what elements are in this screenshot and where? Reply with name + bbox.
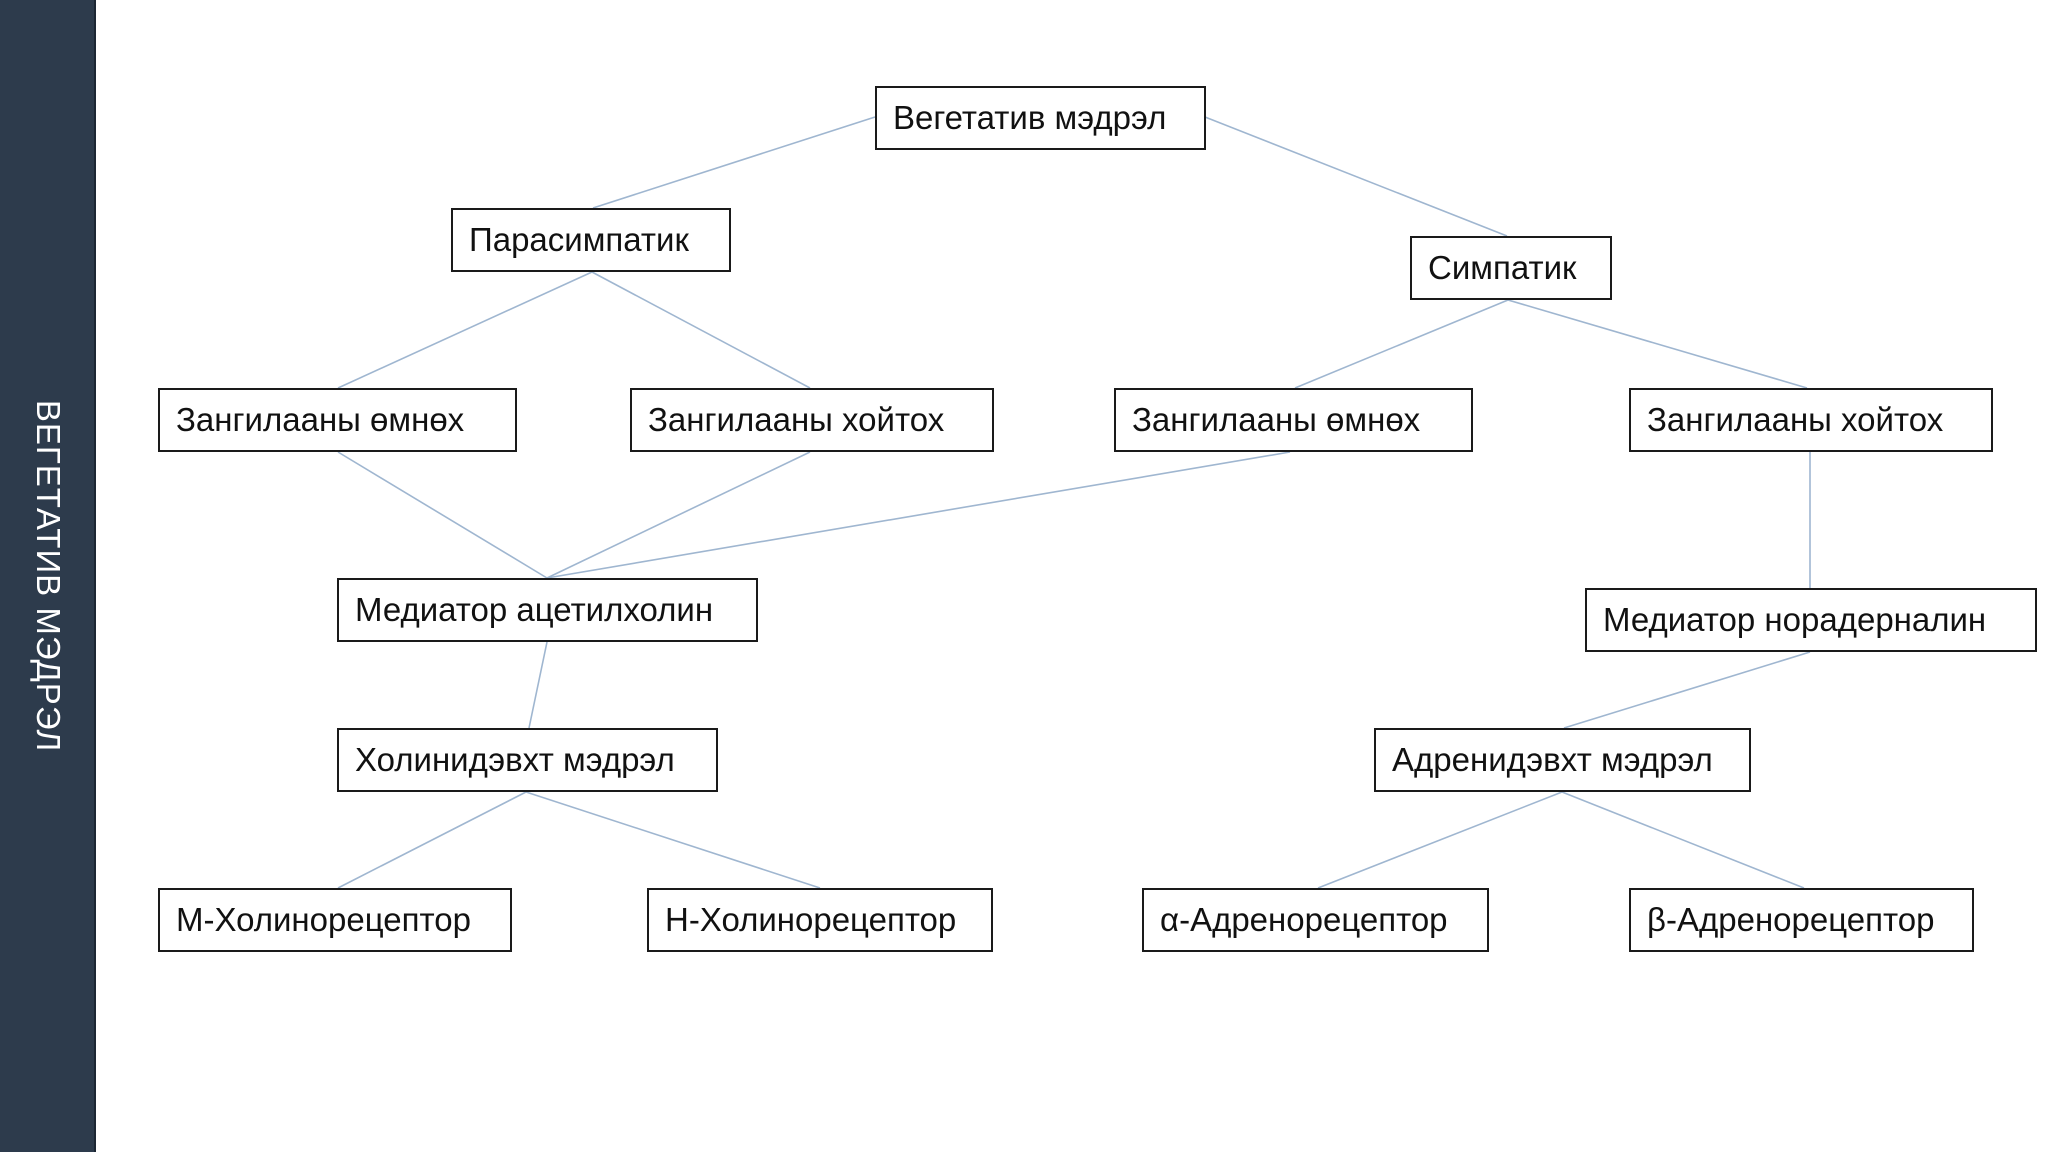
edge-adrenergic-alpha-receptor <box>1317 791 1563 889</box>
edge-adrenergic-beta-receptor <box>1561 791 1805 889</box>
node-parasympathetic: Парасимпатик <box>451 208 731 272</box>
edge-symp-pre-acetylcholine <box>546 451 1291 579</box>
node-mediator-acetylcholine: Медиатор ацетилхолин <box>337 578 758 642</box>
node-adrenergic-nerve: Адренидэвхт мэдрэл <box>1374 728 1751 792</box>
node-vegetative-nerve: Вегетатив мэдрэл <box>875 86 1206 150</box>
edge-acetylcholine-cholinergic <box>528 641 548 729</box>
node-mediator-noradrenaline: Медиатор норадерналин <box>1585 588 2037 652</box>
edge-root-parasympathetic <box>592 116 876 209</box>
node-symp-postganglionic: Зангилааны хойтох <box>1629 388 1993 452</box>
node-m-cholinoreceptor: М-Холинорецептор <box>158 888 512 952</box>
node-sympathetic: Симпатик <box>1410 236 1612 300</box>
node-cholinergic-nerve: Холинидэвхт мэдрэл <box>337 728 718 792</box>
edge-cholinergic-m-receptor <box>337 791 527 889</box>
edge-parasympathetic-para-post <box>591 271 811 389</box>
sidebar-panel: ВЕГЕТАТИВ МЭДРЭЛ <box>0 0 96 1152</box>
node-beta-adrenoreceptor: β-Адренорецептор <box>1629 888 1974 952</box>
node-n-cholinoreceptor: Н-Холинорецептор <box>647 888 993 952</box>
edge-para-post-acetylcholine <box>546 451 811 579</box>
edge-root-sympathetic <box>1204 116 1508 237</box>
node-symp-preganglionic: Зангилааны өмнөх <box>1114 388 1473 452</box>
edge-sympathetic-symp-pre <box>1294 299 1509 389</box>
node-para-postganglionic: Зангилааны хойтох <box>630 388 994 452</box>
edge-sympathetic-symp-post <box>1507 299 1808 389</box>
node-para-preganglionic: Зангилааны өмнөх <box>158 388 517 452</box>
node-alpha-adrenoreceptor: α-Адренорецептор <box>1142 888 1489 952</box>
edge-para-pre-acetylcholine <box>337 451 548 579</box>
edge-parasympathetic-para-pre <box>337 271 593 389</box>
edge-cholinergic-n-receptor <box>525 791 821 889</box>
edge-noradrenaline-adrenergic <box>1563 651 1811 729</box>
